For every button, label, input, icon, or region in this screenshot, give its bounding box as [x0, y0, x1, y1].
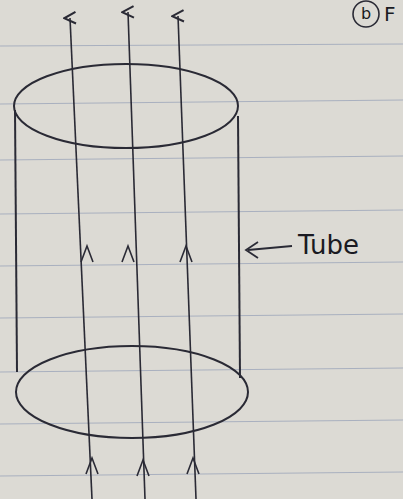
- ruled-lines: [0, 44, 403, 476]
- part-label: Tube: [298, 232, 359, 258]
- part-letter: b: [361, 6, 371, 22]
- label-arrow: [246, 242, 292, 258]
- field-lines: [70, 12, 199, 499]
- heading-fragment: F: [384, 4, 396, 24]
- label-circle: [353, 1, 379, 27]
